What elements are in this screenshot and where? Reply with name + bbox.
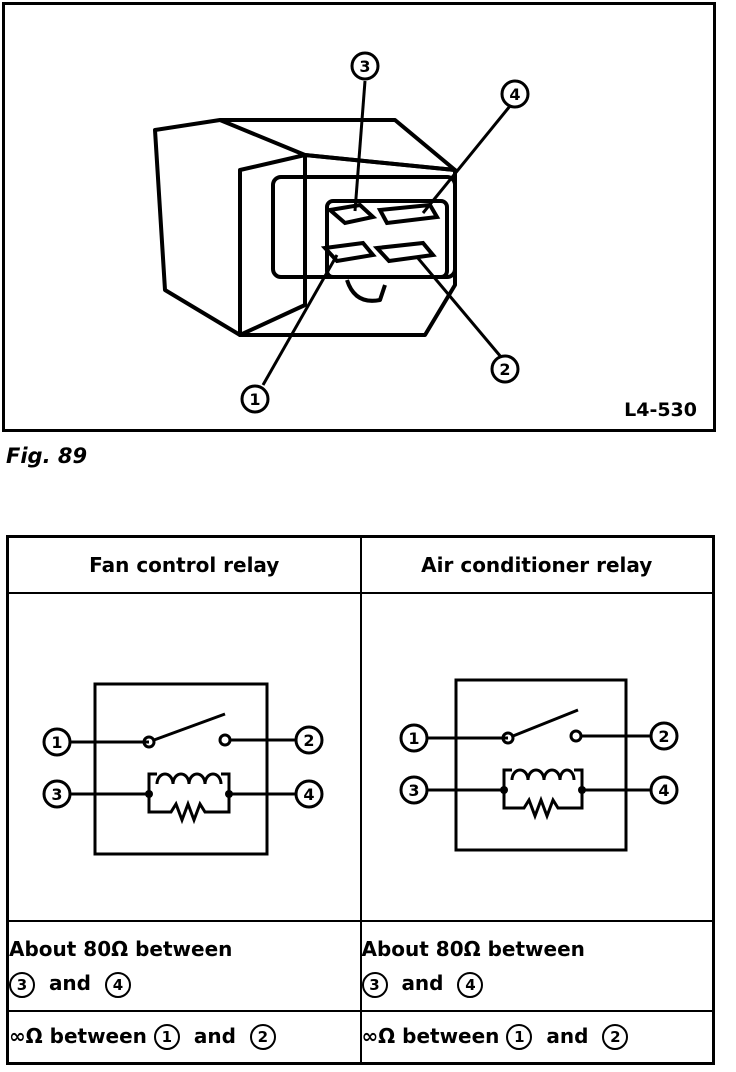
ac-term-3-ring [399,775,428,805]
fan-switch-arm [153,712,226,742]
ac-relay-schematic: 1 2 3 4 [399,678,678,852]
leader-line-2 [415,256,503,358]
fan-node-4 [225,790,233,798]
fan-term-3-ring [42,779,72,809]
terminal-3-blade [325,202,378,226]
ac-term-3-label: 3 [408,781,419,800]
connector-socket [271,175,457,279]
ac-coil-pair-b: 4 [457,971,484,998]
fan-coil-and: and [48,971,91,995]
ac-contact-spec: ∞Ω between 1 and 2 [359,1010,715,1065]
connector-latch [345,279,387,303]
fan-term-2-label: 2 [303,731,314,750]
relay-body-top [220,118,457,172]
fan-term-1-ring [42,727,72,757]
ac-resistor-icon [502,790,583,821]
fan-contact-2 [218,733,232,747]
fan-term-4-ring [294,779,324,809]
ac-contact-1 [501,731,514,745]
terminal-4-blade [376,202,441,226]
ac-contact-pair-b: 2 [602,1024,629,1051]
ac-relay-diagram-cell: 1 2 3 4 [359,592,715,922]
ac-node-4 [577,786,586,794]
table-header-row: Fan control relay Air conditioner relay [6,535,715,594]
fan-contact-pair-a: 1 [153,1024,180,1051]
ac-coil-spec: About 80Ω between 3 and 4 [359,920,715,1012]
callout-1-label: 1 [249,390,260,409]
ac-contact-text: ∞Ω between [361,1023,500,1048]
relay-body-left [153,118,307,337]
table-contact-row: ∞Ω between 1 and 2 ∞Ω between 1 and 2 [6,1010,715,1065]
fan-resistor-icon [147,794,231,825]
callout-2-ring [490,354,520,384]
fan-relay-schematic: 1 2 3 4 [42,682,324,856]
ac-term-1-label: 1 [408,729,419,748]
ac-contact-pair-a: 1 [506,1024,533,1051]
fan-term-1-label: 1 [51,733,62,752]
ac-term-4-ring [649,775,678,805]
ac-contact-and: and [546,1023,589,1048]
fan-contact-pair-b: 2 [249,1024,276,1051]
callout-3-label: 3 [359,57,370,76]
fan-term-3-label: 3 [51,785,62,804]
ac-term-1-ring [399,723,428,753]
terminal-1-blade [320,240,377,264]
fan-relay-frame [93,682,269,856]
callout-4-ring [500,79,530,109]
figure-code: L4-530 [624,399,697,421]
relay-spec-table: Fan control relay Air conditioner relay [6,535,715,1065]
fan-coil-text: About 80Ω between [9,937,233,961]
fan-coil-pair-a: 3 [9,971,35,998]
table-coil-row: About 80Ω between 3 and 4 About 80Ω betw… [6,920,715,1012]
fan-relay-diagram-cell: 1 2 3 4 [6,592,362,922]
table-diagram-row: 1 2 3 4 [6,592,715,922]
ac-switch-arm [511,708,579,738]
ac-term-2-ring [649,721,678,751]
fan-coil-pair: 3 and 4 [9,966,360,1000]
ac-coil-text: About 80Ω between [361,937,585,961]
callout-2-label: 2 [499,360,510,379]
leader-line-1 [261,254,339,386]
ac-coil-pair: 3 and 4 [361,966,713,1000]
ac-contact-2 [569,729,582,743]
ac-relay-header: Air conditioner relay [359,535,715,594]
fan-coil-icon [155,772,223,785]
fan-coil-leads [147,772,231,794]
ac-relay-frame [454,678,627,852]
ac-coil-and: and [401,971,444,995]
connector-face [325,199,449,279]
fan-contact-1 [142,735,156,749]
fan-contact-and: and [193,1023,236,1048]
ac-coil-leads [502,768,583,790]
fan-contact-text: ∞Ω between [9,1023,147,1048]
callout-4-label: 4 [509,85,520,104]
callout-3-ring [350,51,380,81]
leader-line-3 [353,80,367,212]
figure-caption: Fig. 89 [6,444,88,468]
fan-term-2-ring [294,725,324,755]
fan-relay-header: Fan control relay [6,535,362,594]
leader-line-4 [421,105,512,214]
ac-term-2-label: 2 [658,727,669,746]
fan-node-3 [145,790,153,798]
relay-body-front [238,153,457,337]
relay-figure: 3 4 1 2 L4-530 [2,2,716,432]
fan-coil-pair-b: 4 [104,971,131,998]
fan-contact-spec: ∞Ω between 1 and 2 [6,1010,362,1065]
fan-coil-spec: About 80Ω between 3 and 4 [6,920,362,1012]
fan-term-4-label: 4 [303,785,314,804]
terminal-2-blade [372,240,437,264]
ac-term-4-label: 4 [658,781,669,800]
ac-node-3 [499,786,508,794]
callout-1-ring [240,384,270,414]
ac-coil-icon [510,768,575,781]
relay-illustration: 3 4 1 2 [153,51,530,414]
ac-coil-pair-a: 3 [361,971,388,998]
